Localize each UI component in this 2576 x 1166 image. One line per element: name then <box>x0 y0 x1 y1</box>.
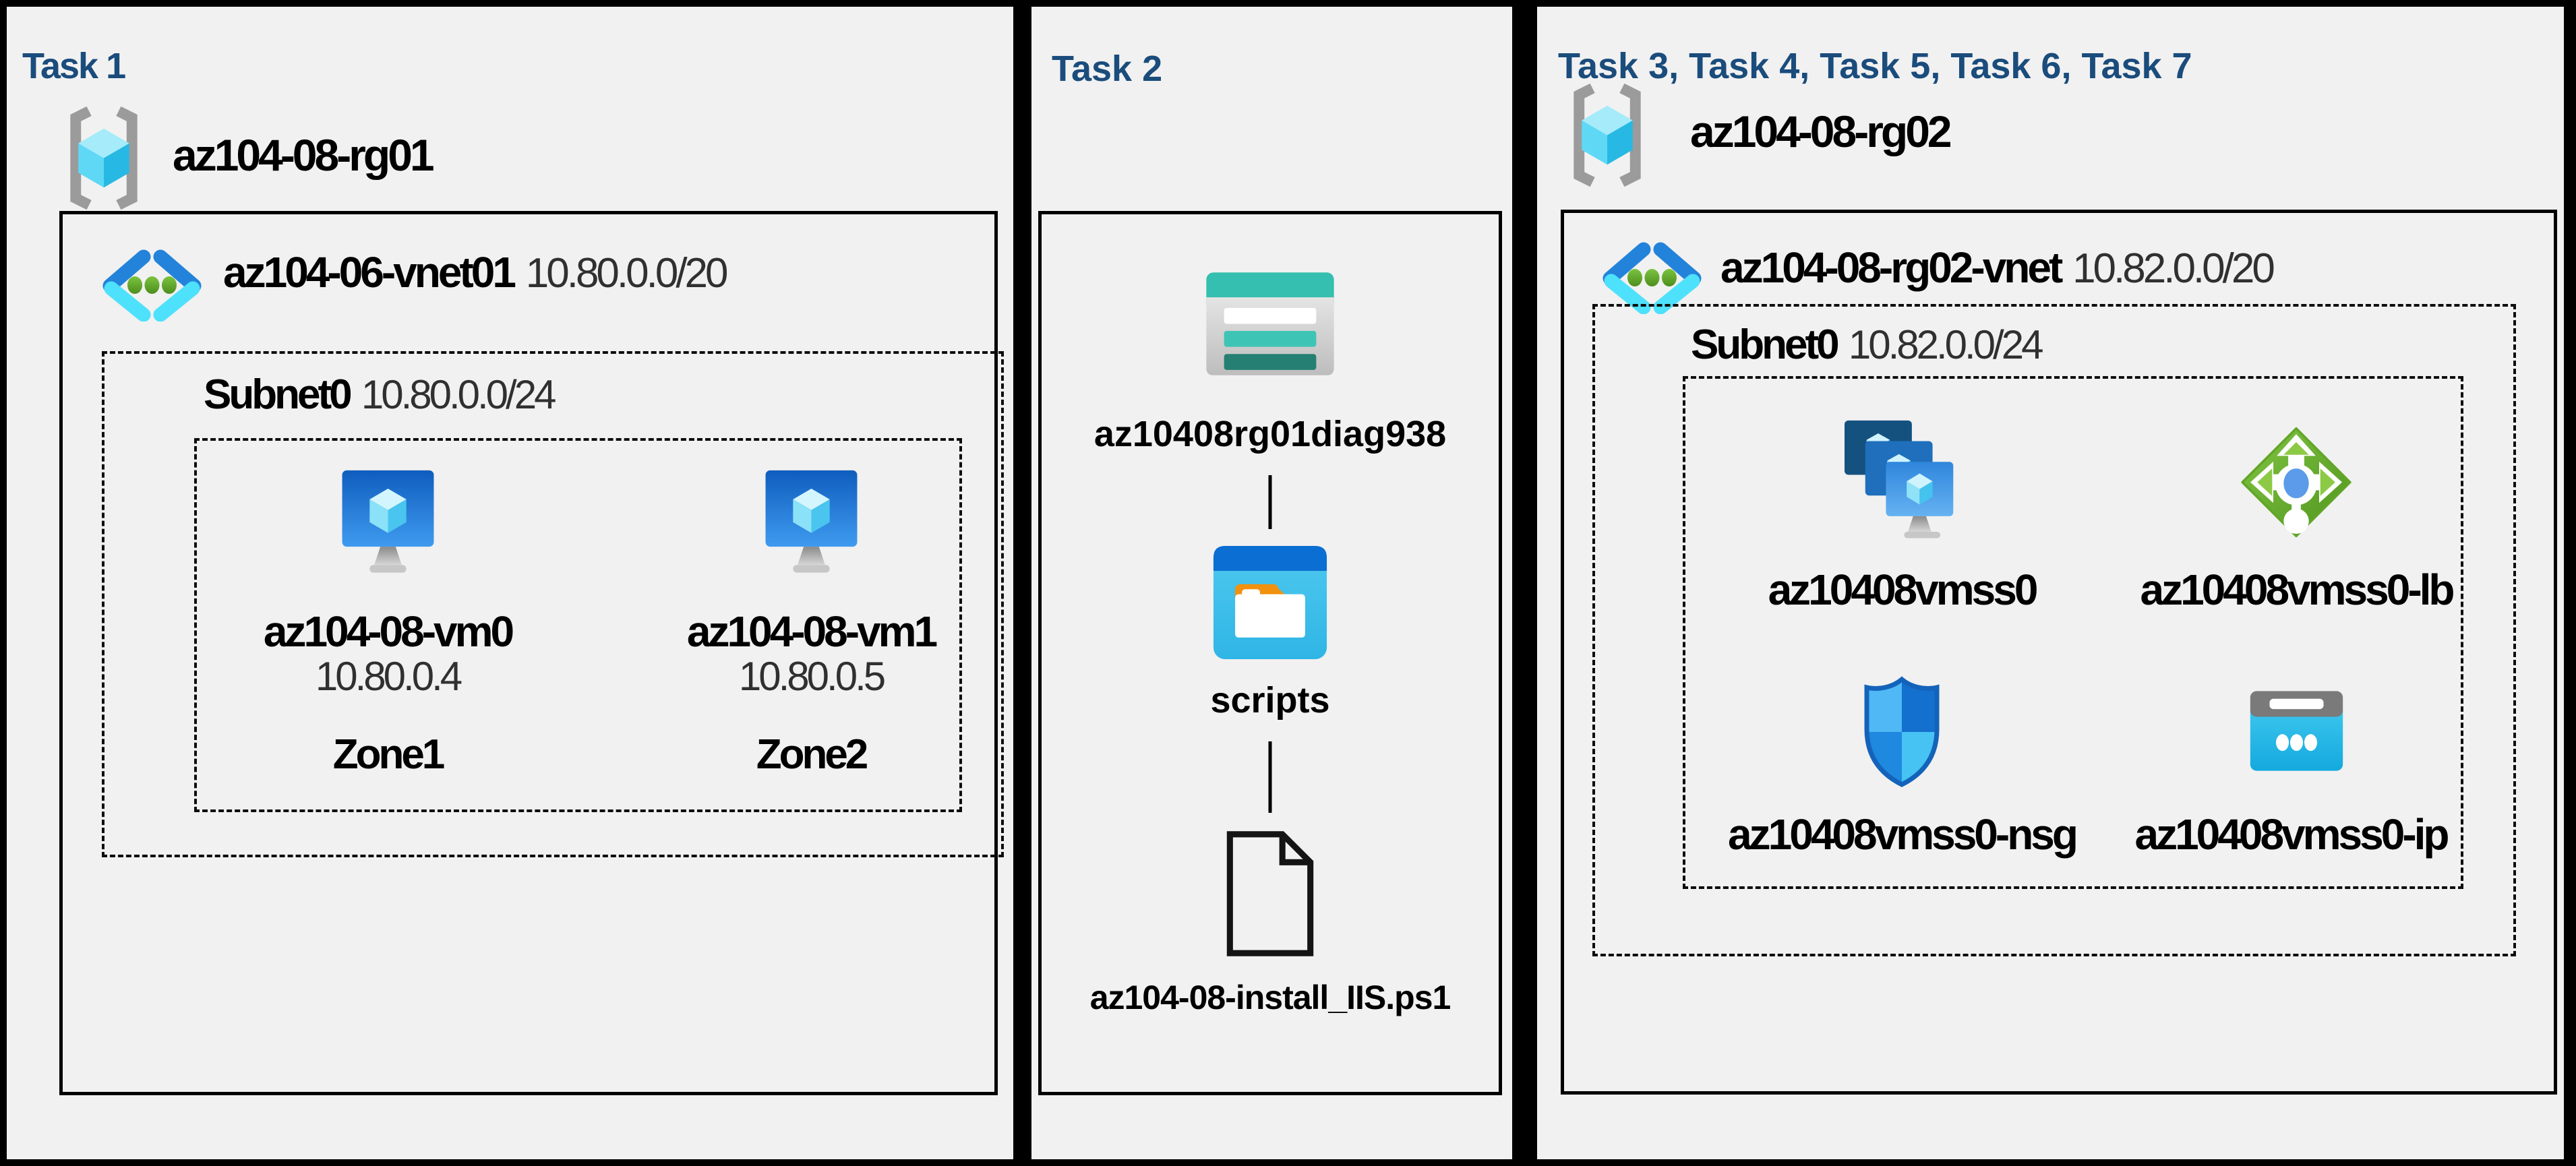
vnet-box: az104-06-vnet01 10.80.0.0/20 Subnet0 10.… <box>59 211 1004 1095</box>
file-name: az104-08-install_IIS.ps1 <box>1089 979 1451 1016</box>
resource-group-box: az10408vmss0 <box>1683 376 2463 889</box>
container-name: scripts <box>1210 680 1330 720</box>
subnet-label: Subnet0 10.82.0.0/24 <box>1691 321 2043 368</box>
storage-account-name: az10408rg01diag938 <box>1094 414 1447 454</box>
resource-group-icon <box>1564 82 1650 189</box>
vm-name: az104-08-vm1 <box>686 607 938 656</box>
resource-group-name: az104-08-rg01 <box>173 130 435 180</box>
vnet-label: az104-06-vnet01 10.80.0.0/20 <box>223 248 729 297</box>
vm-group-box: az104-08-vm0 10.80.0.4 Zone1 <box>194 438 962 812</box>
vnet-box: az104-08-rg02-vnet 10.82.0.0/20 Subnet0 … <box>1561 210 2557 1095</box>
storage-account-icon <box>1203 269 1338 379</box>
virtual-network-icon <box>100 247 204 321</box>
vm-zone: Zone1 <box>332 731 446 778</box>
subnet-box: Subnet0 10.82.0.0/24 <box>1592 304 2516 956</box>
vm-ip: 10.80.0.5 <box>738 654 886 699</box>
panel-task1: Task 1 az104-08-rg01 <box>7 7 1013 1159</box>
panel-title: Task 3, Task 4, Task 5, Task 6, Task 7 <box>1558 45 2192 86</box>
resource-group-icon <box>61 104 147 212</box>
public-ip-icon <box>2248 688 2345 774</box>
panel-title: Task 2 <box>1052 48 1163 89</box>
vmss-icon <box>1839 418 1964 547</box>
virtual-machine-icon <box>762 467 860 579</box>
file-icon <box>1218 829 1323 958</box>
vm-ip: 10.80.0.4 <box>315 654 462 699</box>
nsg-icon <box>1859 675 1945 789</box>
blob-container-icon <box>1210 543 1330 663</box>
virtual-network-icon <box>1600 240 1704 314</box>
connector-line <box>1268 475 1272 529</box>
vm-name: az104-08-vm0 <box>263 607 514 656</box>
subnet-label: Subnet0 10.80.0.0/24 <box>204 371 556 418</box>
load-balancer-icon <box>2239 423 2354 541</box>
panel-title: Task 1 <box>22 45 126 86</box>
connector-line <box>1268 741 1272 813</box>
resource-label: az10408vmss0 <box>1768 565 2039 614</box>
resource-label: az10408vmss0-nsg <box>1728 810 2078 859</box>
vm-zone: Zone2 <box>756 731 869 778</box>
virtual-machine-icon <box>339 467 437 579</box>
panel-task2: Task 2 az10408rg01diag938 <box>1031 7 1512 1159</box>
subnet-box: Subnet0 10.80.0.0/24 <box>102 351 1004 857</box>
resource-label: az10408vmss0-ip <box>2134 810 2449 859</box>
vnet-label: az104-08-rg02-vnet 10.82.0.0/20 <box>1720 243 2275 292</box>
resource-group-name: az104-08-rg02 <box>1690 106 1952 156</box>
panel-task3-7: Task 3, Task 4, Task 5, Task 6, Task 7 a… <box>1537 7 2564 1159</box>
task2-box: az10408rg01diag938 scripts <box>1038 211 1502 1095</box>
resource-label: az10408vmss0-lb <box>2140 565 2455 614</box>
